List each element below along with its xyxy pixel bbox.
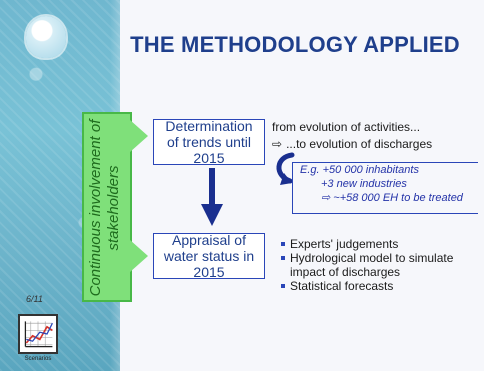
stakeholders-label: Continuous involvement of stakeholders [87, 119, 122, 297]
bullet-item: Experts' judgements [281, 237, 471, 251]
stakeholders-arrow-bottom [128, 238, 148, 274]
appraisal-bullet-list: Experts' judgements Hydrological model t… [281, 237, 471, 293]
from-evolution-text: from evolution of activities... [272, 120, 421, 134]
logo-label: Scenarios [24, 356, 52, 362]
example-line-inhabitants: E.g. +50 000 inhabitants [300, 164, 419, 176]
curved-arrow-icon [276, 152, 295, 185]
bullet-item: Hydrological model to simulate impact of… [281, 251, 471, 279]
stakeholders-panel: Continuous involvement of stakeholders [82, 112, 132, 302]
status-box: Appraisal of water status in 2015 [153, 232, 265, 280]
stakeholders-arrow-top [128, 118, 148, 154]
example-line-treated: ⇨ ~+58 000 EH to be treated [321, 192, 463, 204]
example-line-industries: +3 new industries [321, 178, 407, 190]
line-chart-logo-icon [18, 314, 58, 354]
trends-box-label: Determination of trends until 2015 [165, 118, 253, 166]
trends-box: Determination of trends until 2015 [153, 118, 265, 166]
bullet-item: Statistical forecasts [281, 279, 471, 293]
example-box [292, 162, 478, 214]
slide-title: THE METHODOLOGY APPLIED [130, 32, 460, 57]
right-arrow-icon: ⇨ [272, 137, 283, 151]
to-evolution-line: ⇨...to evolution of discharges [272, 137, 477, 152]
to-evolution-text: ...to evolution of discharges [286, 137, 433, 151]
status-box-label: Appraisal of water status in 2015 [163, 232, 255, 280]
water-drop-icon [26, 16, 66, 58]
down-arrow-icon [201, 168, 223, 226]
page-number: 6/11 [26, 294, 43, 304]
